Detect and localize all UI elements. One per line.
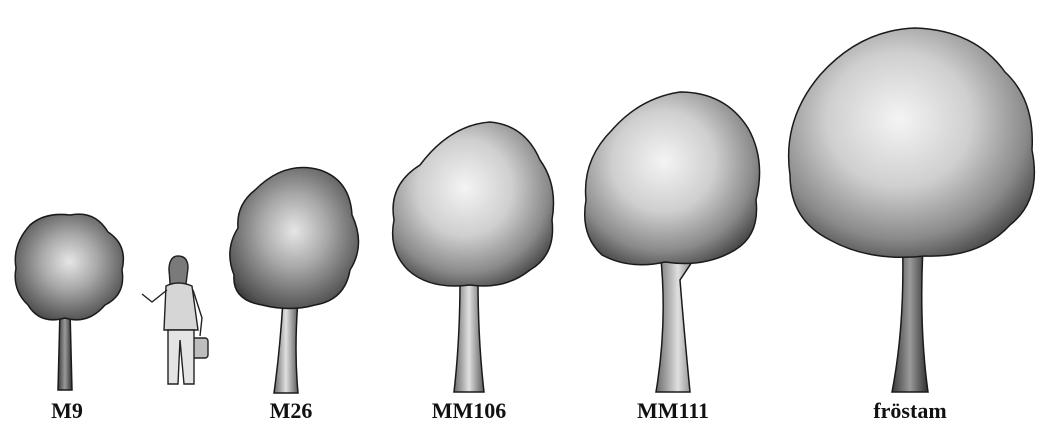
tree-m9	[15, 214, 123, 390]
person-figure	[142, 256, 208, 384]
tree-m9-trunk	[58, 310, 72, 390]
person-hair	[169, 256, 188, 284]
tree-frostam	[789, 28, 1035, 392]
label-frostam: fröstam	[873, 398, 946, 424]
tree-mm106-crown	[393, 122, 554, 286]
tree-m9-crown	[15, 214, 123, 320]
label-m26: M26	[270, 398, 313, 424]
label-mm111: MM111	[637, 398, 709, 424]
tree-mm111-crown	[585, 92, 760, 265]
person-legs	[168, 330, 194, 384]
tree-m26-trunk	[274, 300, 298, 393]
tree-mm106-trunk	[454, 280, 484, 392]
label-m9: M9	[51, 398, 83, 424]
tree-mm106	[393, 122, 554, 392]
tree-frostam-crown	[789, 28, 1035, 257]
tree-m26-crown	[230, 168, 359, 309]
tree-mm111-trunk	[656, 250, 700, 392]
tree-m26	[230, 168, 359, 394]
label-mm106: MM106	[432, 398, 507, 424]
tree-mm111	[585, 92, 760, 392]
person-left-arm	[142, 290, 167, 302]
